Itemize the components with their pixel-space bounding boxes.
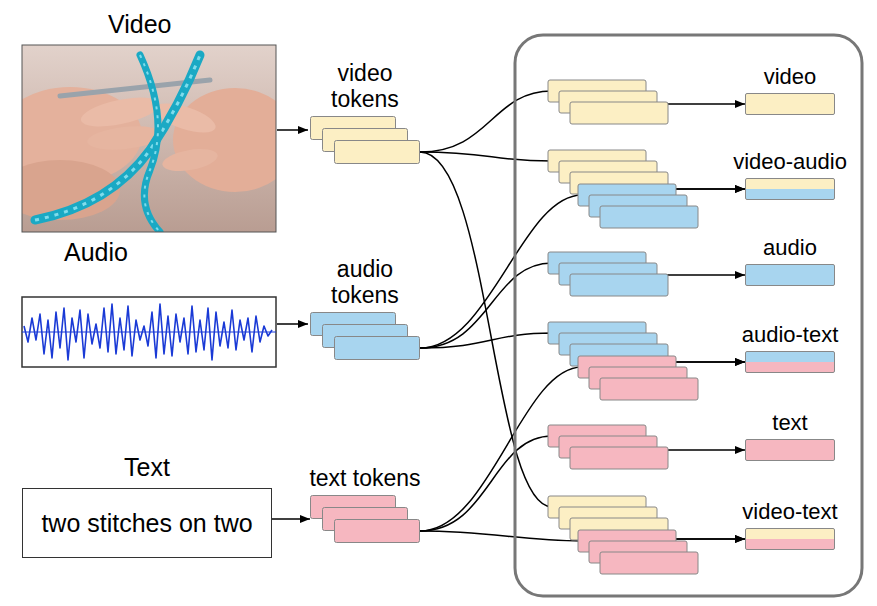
box-heading: Text (124, 454, 170, 482)
output-bar: audio (745, 264, 835, 286)
frame-border (22, 45, 276, 232)
token-stack (548, 425, 668, 469)
token-rect (335, 337, 420, 360)
token-stack: video tokens (310, 116, 420, 164)
token-stack (548, 252, 668, 296)
token-stack (548, 496, 698, 574)
waveform-box (22, 297, 276, 367)
box-body: two stitches on two (41, 509, 252, 538)
output-bar: video-audio (745, 178, 835, 200)
connector (420, 189, 745, 348)
text-input-box: Texttwo stitches on two (22, 488, 272, 558)
output-bar: text (745, 439, 835, 461)
box-text: two stitches on two (41, 509, 252, 538)
connector (420, 436, 745, 531)
input-arrow (277, 129, 308, 131)
output-label: video (764, 65, 817, 89)
output-label: video-text (742, 500, 837, 524)
connector (420, 362, 745, 531)
stack-label: text tokens (309, 466, 421, 491)
waveform-axis (22, 332, 276, 333)
output-label: audio-text (742, 323, 839, 347)
token-rect (335, 141, 420, 164)
connector (420, 91, 745, 152)
output-bar: audio-text (745, 351, 835, 373)
output-bar: video (745, 93, 835, 115)
token-rects (310, 116, 420, 164)
output-label: text (772, 411, 807, 435)
video-frame (22, 45, 276, 232)
output-bar: video-text (745, 528, 835, 550)
token-stack (548, 80, 668, 124)
modality-label: Audio (64, 238, 128, 267)
token-stack: text tokens (310, 495, 420, 543)
output-label: audio (763, 236, 817, 260)
token-stack (548, 150, 698, 228)
connector (420, 152, 745, 539)
token-stack (548, 322, 698, 400)
connector (272, 518, 310, 520)
input-arrow (277, 323, 308, 325)
stack-label: audio tokens (309, 257, 421, 308)
token-rect (335, 520, 420, 543)
modality-label: Video (108, 10, 172, 39)
token-rects (310, 312, 420, 360)
stack-label: video tokens (309, 61, 421, 112)
output-label: video-audio (733, 150, 847, 174)
token-rects (310, 495, 420, 543)
combination-panel (515, 35, 862, 596)
token-stack: audio tokens (310, 312, 420, 360)
